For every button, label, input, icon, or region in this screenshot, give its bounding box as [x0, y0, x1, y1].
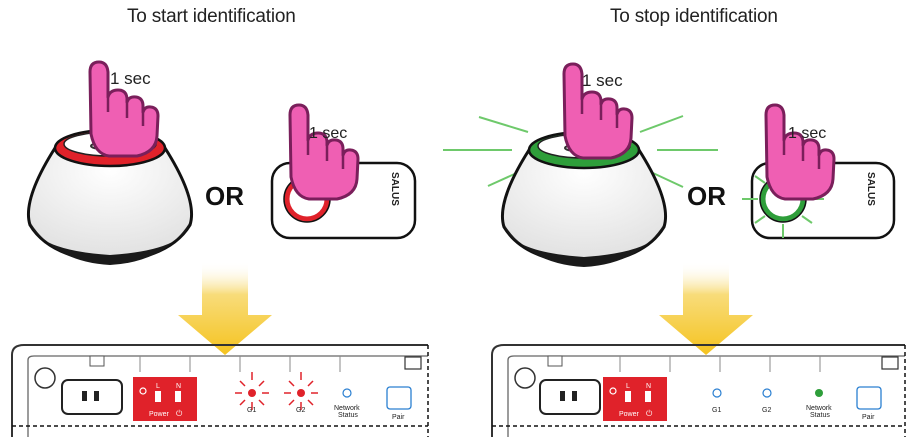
left-g2-label: G2 — [296, 407, 305, 414]
right-brand-label: SALUS — [865, 172, 876, 206]
right-caption: To stop identification — [610, 6, 778, 27]
right-or-label: OR — [687, 181, 726, 211]
left-power-icon: ⏻ — [176, 409, 183, 418]
left-status-label: Status — [338, 412, 358, 419]
left-network-led — [342, 388, 352, 398]
left-g2-led — [297, 389, 305, 397]
right-pair-button[interactable] — [856, 386, 882, 410]
right-hub-press-label: 1 sec — [582, 71, 623, 90]
left-g2-rays — [284, 372, 318, 410]
right-status-label: Status — [810, 412, 830, 419]
right-pair-label: Pair — [862, 414, 875, 421]
left-hub-press-label: 1 sec — [110, 69, 151, 88]
left-brand-label: SALUS — [389, 172, 400, 206]
right-button-finger — [764, 103, 836, 201]
right-power-panel — [603, 377, 667, 421]
left-power-label: Power — [149, 411, 170, 418]
right-power-icon: ⏻ — [646, 409, 653, 418]
left-button-device: SALUS 1 sec — [270, 103, 417, 240]
right-panel: 1 sec OR SALUS 1 sec — [443, 62, 906, 437]
right-power-n: N — [646, 383, 651, 390]
left-pair-button[interactable] — [386, 386, 412, 410]
left-power-n: N — [176, 383, 181, 390]
right-g1-led — [712, 388, 722, 398]
right-network-label: Network — [806, 405, 832, 412]
left-controller: L N Power ⏻ G1 G2 Network — [11, 344, 429, 437]
right-button-press-label: 1 sec — [788, 125, 826, 142]
left-network-label: Network — [334, 405, 360, 412]
right-controller: L N Power ⏻ G1 G2 Network Status Pair — [491, 344, 906, 437]
left-g1-led — [248, 389, 256, 397]
left-g1-rays — [235, 372, 269, 410]
right-g2-led — [762, 388, 772, 398]
left-down-arrow — [178, 262, 272, 355]
right-hub: 1 sec — [500, 62, 668, 267]
left-power-panel — [133, 377, 197, 421]
left-button-press-label: 1 sec — [309, 125, 347, 142]
left-or-label: OR — [205, 181, 244, 211]
right-button-device: SALUS 1 sec — [742, 103, 896, 240]
right-g1-label: G1 — [712, 407, 721, 414]
left-caption: To start identification — [127, 6, 296, 27]
right-down-arrow — [659, 262, 753, 355]
left-button-finger — [288, 103, 360, 201]
left-power-l: L — [156, 383, 160, 390]
right-network-led — [815, 389, 823, 397]
right-power-l: L — [626, 383, 630, 390]
left-hub: 1 sec — [26, 60, 194, 265]
left-pair-label: Pair — [392, 414, 405, 421]
left-panel: 1 sec OR SALUS 1 sec — [11, 60, 429, 437]
left-g1-label: G1 — [247, 407, 256, 414]
right-g2-label: G2 — [762, 407, 771, 414]
right-power-label: Power — [619, 411, 640, 418]
